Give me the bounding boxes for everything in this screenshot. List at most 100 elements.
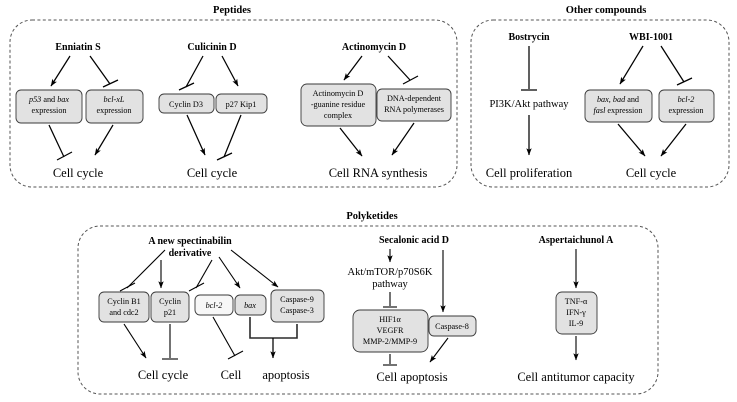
node-box-bcl-2-wbi bbox=[658, 89, 715, 123]
node-label-cytokine-line1: TNF-α bbox=[565, 297, 588, 306]
edge-p27kip1-to-cellcycle bbox=[223, 114, 242, 158]
node-label-aktmtor-line1: Akt/mTOR/p70S6K bbox=[348, 267, 433, 278]
compound-title-culicinin-d: Culicinin D bbox=[187, 42, 236, 53]
node-label-guanine-line2: -guanine residue bbox=[311, 100, 366, 109]
tbar-bcl2-to-cellapoptosis bbox=[227, 350, 244, 360]
node-label-cyclinp21-line1: Cyclin bbox=[159, 297, 181, 306]
compound-title-aspertaichunol-a: Aspertaichunol A bbox=[539, 235, 615, 246]
edge-actinomycin-to-guanine-complex bbox=[343, 55, 363, 81]
node-box-bcl-2-spectinabilin bbox=[194, 294, 234, 316]
edge-bcl2wbi-to-cellcycle bbox=[660, 123, 687, 157]
section-other-compounds: Other compounds Bostrycin PI3K/Akt pathw… bbox=[470, 5, 730, 188]
tbar-culicinin-to-cyclind3 bbox=[178, 82, 195, 91]
node-box-actinomycin-guanine-complex bbox=[300, 83, 377, 127]
compound-title-spectinabilin-line1: A new spectinabilin bbox=[148, 236, 232, 247]
node-box-cyclin-d3 bbox=[158, 93, 215, 114]
node-label-aktmtor-line2: pathway bbox=[372, 279, 408, 290]
section-title-other-compounds: Other compounds bbox=[566, 5, 647, 16]
node-label-p53-bax-line1: p53 and bax bbox=[28, 95, 69, 104]
node-label-bcl2-wbi-line2: expression bbox=[668, 106, 703, 115]
compound-title-actinomycin-d: Actinomycin D bbox=[342, 42, 406, 53]
node-label-bcl-xl-line1: bcl-xL bbox=[104, 95, 125, 104]
compound-title-enniatin-s: Enniatin S bbox=[55, 42, 101, 53]
node-label-bax-bad-line1: bax, bad and bbox=[597, 95, 639, 104]
node-label-pi3k-akt-pathway: PI3K/Akt pathway bbox=[489, 99, 569, 110]
compound-title-spectinabilin-line2: derivative bbox=[169, 248, 212, 259]
edge-spectinabilin-to-bax bbox=[218, 256, 241, 289]
node-box-cyclin-p21 bbox=[150, 291, 190, 323]
node-label-cytokine-line2: IFN-γ bbox=[566, 308, 586, 317]
edge-dnapol-to-rnasynthesis bbox=[391, 122, 415, 156]
tbar-p27kip1-to-cellcycle bbox=[216, 152, 233, 161]
edge-p53bax-to-cellcycle bbox=[48, 124, 65, 158]
edge-bcl2-to-cellapoptosis bbox=[212, 316, 236, 357]
edge-spectinabilin-to-cyclinb1 bbox=[126, 249, 166, 289]
section-peptides: Peptides Enniatin S p53 and bax expressi… bbox=[9, 5, 458, 188]
tbar-spectinabilin-to-cyclinb1 bbox=[119, 282, 136, 292]
node-label-caspase93-line1: Caspase-9 bbox=[280, 295, 314, 304]
compound-culicinin-d: Culicinin D Cyclin D3 p27 Kip1 Cell cycl… bbox=[158, 42, 268, 180]
node-box-cyclin-b1-cdc2 bbox=[98, 291, 150, 323]
compound-title-wbi-1001: WBI-1001 bbox=[629, 32, 673, 43]
edge-spectinabilin-to-bcl2 bbox=[195, 259, 213, 289]
edge-cyclind3-to-cellcycle bbox=[186, 114, 206, 156]
node-label-hif1a-line3: MMP-2/MMP-9 bbox=[363, 337, 417, 346]
node-label-caspase8: Caspase-8 bbox=[435, 322, 469, 331]
node-box-p27-kip1 bbox=[215, 93, 268, 114]
edge-culicinin-to-p27kip1 bbox=[221, 55, 239, 87]
node-label-cyclin-d3: Cyclin D3 bbox=[169, 100, 203, 109]
outcome-secalonic-cell-apoptosis: Cell apoptosis bbox=[376, 370, 447, 384]
section-polyketides: Polyketides A new spectinabilin derivati… bbox=[77, 211, 659, 395]
tbar-enniatin-to-bclxl bbox=[102, 79, 119, 88]
node-label-guanine-line3: complex bbox=[324, 111, 352, 120]
node-box-dna-dependent-rna-polymerases bbox=[376, 88, 452, 122]
compound-secalonic-acid-d: Secalonic acid D Akt/mTOR/p70S6K pathway… bbox=[348, 235, 477, 384]
tbar-p53bax-to-cellcycle bbox=[56, 151, 73, 161]
tbar-actinomycin-to-dnapol bbox=[402, 75, 419, 85]
node-label-cyclinb1-line1: Cyclin B1 bbox=[107, 297, 140, 306]
outcome-culicinin-cell-cycle: Cell cycle bbox=[187, 166, 238, 180]
compound-actinomycin-d: Actinomycin D Actinomycin D -guanine res… bbox=[300, 42, 452, 180]
edge-caspase8-to-cellapoptosis bbox=[429, 337, 449, 363]
outcome-spectinabilin-apoptosis: apoptosis bbox=[262, 368, 309, 382]
node-box-p53-bax bbox=[15, 89, 83, 124]
node-label-cytokine-line3: IL-9 bbox=[569, 319, 584, 328]
panel-peptides bbox=[9, 19, 458, 188]
compound-wbi-1001: WBI-1001 bax, bad and fasl expression bc… bbox=[584, 32, 715, 180]
tbar-spectinabilin-to-bcl2 bbox=[188, 282, 205, 292]
panel-polyketides bbox=[77, 225, 659, 395]
outcome-actinomycin-cell-rna-synthesis: Cell RNA synthesis bbox=[329, 166, 428, 180]
node-label-p27-kip1: p27 Kip1 bbox=[226, 100, 257, 109]
node-box-hif1a-vegfr-mmp bbox=[352, 309, 429, 353]
outcome-spectinabilin-cell-cycle: Cell cycle bbox=[138, 368, 189, 382]
edge-bclxl-to-cellcycle bbox=[94, 124, 114, 156]
edge-enniatin-to-bclxl bbox=[89, 55, 111, 85]
node-box-tnf-ifn-il bbox=[555, 291, 598, 335]
node-label-cyclinb1-line2: and cdc2 bbox=[109, 308, 138, 317]
node-box-caspase-9-3 bbox=[270, 289, 325, 323]
node-box-bcl-xl bbox=[85, 89, 144, 124]
node-label-dnapol-line2: RNA polymerases bbox=[384, 105, 444, 114]
node-label-bcl2-spectinabilin: bcl-2 bbox=[206, 301, 223, 310]
node-label-dnapol-line1: DNA-dependent bbox=[387, 94, 442, 103]
node-label-bax-spectinabilin: bax bbox=[244, 301, 256, 310]
edge-guanine-to-rnasynthesis bbox=[339, 127, 363, 157]
node-label-hif1a-line2: VEGFR bbox=[377, 326, 404, 335]
node-label-cyclinp21-line2: p21 bbox=[164, 308, 176, 317]
node-label-bax-bad-line2: fasl expression bbox=[594, 106, 643, 115]
edge-cyclinb1-to-cellcycle bbox=[123, 323, 147, 359]
compound-spectinabilin: A new spectinabilin derivative Cyclin B1… bbox=[98, 236, 325, 382]
edge-spectinabilin-to-caspase93 bbox=[230, 249, 279, 288]
compound-title-secalonic-acid-d: Secalonic acid D bbox=[379, 235, 449, 246]
node-box-bax-bad-fasl bbox=[584, 89, 653, 123]
node-label-bcl2-wbi-line1: bcl-2 bbox=[678, 95, 695, 104]
node-box-bax-spectinabilin bbox=[234, 294, 267, 316]
section-title-polyketides: Polyketides bbox=[346, 211, 397, 222]
node-label-guanine-line1: Actinomycin D bbox=[313, 89, 364, 98]
node-label-hif1a-line1: HIF1α bbox=[379, 315, 401, 324]
compound-title-bostrycin: Bostrycin bbox=[508, 32, 550, 43]
compound-bostrycin: Bostrycin PI3K/Akt pathway Cell prolifer… bbox=[486, 32, 573, 180]
node-label-p53-bax-line2: expression bbox=[31, 106, 66, 115]
edge-actinomycin-to-dnapol bbox=[387, 55, 411, 81]
